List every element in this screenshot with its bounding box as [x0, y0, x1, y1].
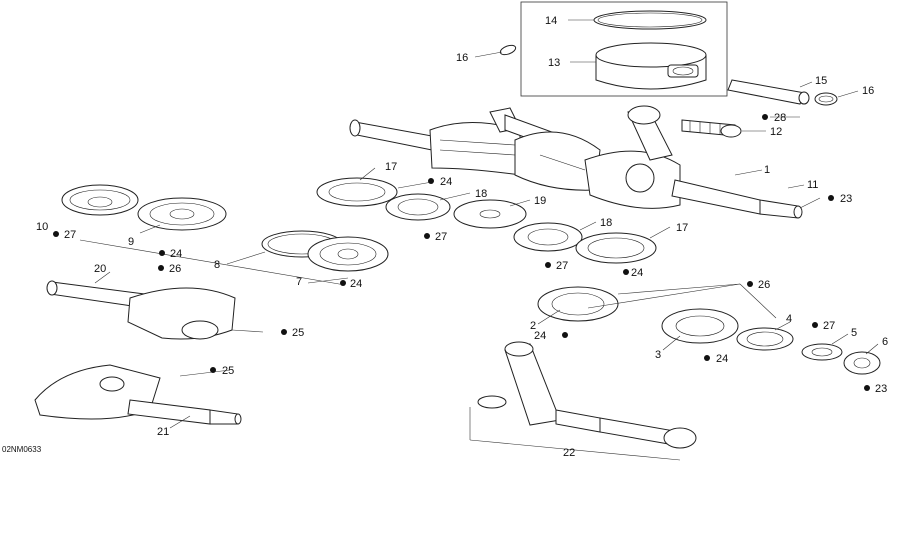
drawing-code: 02NM0633	[2, 445, 42, 454]
callout-25: 25	[292, 327, 304, 339]
callout-27: 27	[823, 320, 835, 332]
callout-2: 2	[530, 320, 536, 332]
piston-ring[interactable]	[593, 10, 707, 30]
ball-bearing-7[interactable]	[307, 236, 389, 272]
callout-9: 9	[128, 236, 134, 248]
crankshaft-half-20[interactable]	[46, 280, 236, 340]
callout-26: 26	[169, 263, 181, 275]
callout-19: 19	[534, 195, 546, 207]
callout-23: 23	[840, 193, 852, 205]
callout-24: 24	[716, 353, 728, 365]
callout-16: 16	[456, 52, 468, 64]
seal-18-upper[interactable]	[385, 193, 451, 221]
callout-18: 18	[475, 188, 487, 200]
nut-6[interactable]	[843, 351, 881, 375]
callout-6: 6	[882, 336, 888, 348]
bearing-3[interactable]	[661, 308, 739, 344]
callout-16: 16	[862, 85, 874, 97]
seal-18-lower[interactable]	[513, 222, 583, 252]
callout-27: 27	[556, 260, 568, 272]
circlip[interactable]	[499, 44, 517, 57]
crankshaft-assembly[interactable]	[349, 105, 803, 219]
callout-24: 24	[440, 176, 452, 188]
callout-28: 28	[774, 112, 786, 124]
callout-23: 23	[875, 383, 887, 395]
bearing-2[interactable]	[537, 286, 619, 322]
bearing-17-lower[interactable]	[575, 232, 657, 264]
callout-7: 7	[296, 276, 302, 288]
crankshaft-half-21[interactable]	[34, 364, 242, 425]
bearing-4[interactable]	[736, 327, 794, 351]
piston-frame	[520, 1, 728, 97]
gear-19[interactable]	[453, 199, 527, 229]
callout-24: 24	[350, 278, 362, 290]
callout-17: 17	[676, 222, 688, 234]
callout-8: 8	[214, 259, 220, 271]
callout-21: 21	[157, 426, 169, 438]
callout-24: 24	[534, 330, 546, 342]
leader-lines	[79, 19, 879, 461]
callout-14: 14	[545, 15, 557, 27]
washer-5[interactable]	[801, 343, 843, 361]
callout-20: 20	[94, 263, 106, 275]
callout-24: 24	[170, 248, 182, 260]
lubricant-drop-icons	[53, 114, 870, 391]
circlip-right[interactable]	[814, 92, 838, 106]
callout-1: 1	[764, 164, 770, 176]
oil-seal[interactable]	[61, 184, 139, 216]
callout-15: 15	[815, 75, 827, 87]
needle-bearing[interactable]	[681, 119, 742, 138]
callout-27: 27	[64, 229, 76, 241]
callout-18: 18	[600, 217, 612, 229]
callout-24: 24	[631, 267, 643, 279]
ball-bearing-9[interactable]	[137, 197, 227, 231]
callout-3: 3	[655, 349, 661, 361]
callout-25: 25	[222, 365, 234, 377]
callout-10: 10	[36, 221, 48, 233]
callout-4: 4	[786, 313, 792, 325]
piston-pin[interactable]	[727, 79, 810, 105]
callout-22: 22	[563, 447, 575, 459]
piston[interactable]	[595, 42, 707, 90]
callout-11: 11	[807, 179, 818, 191]
callout-17: 17	[385, 161, 397, 173]
callout-26: 26	[758, 279, 770, 291]
callout-5: 5	[851, 327, 857, 339]
callout-13: 13	[548, 57, 560, 69]
connecting-rod-assembly[interactable]	[477, 341, 697, 449]
callout-27: 27	[435, 231, 447, 243]
bearing-17-upper[interactable]	[316, 177, 398, 207]
callout-12: 12	[770, 126, 782, 138]
